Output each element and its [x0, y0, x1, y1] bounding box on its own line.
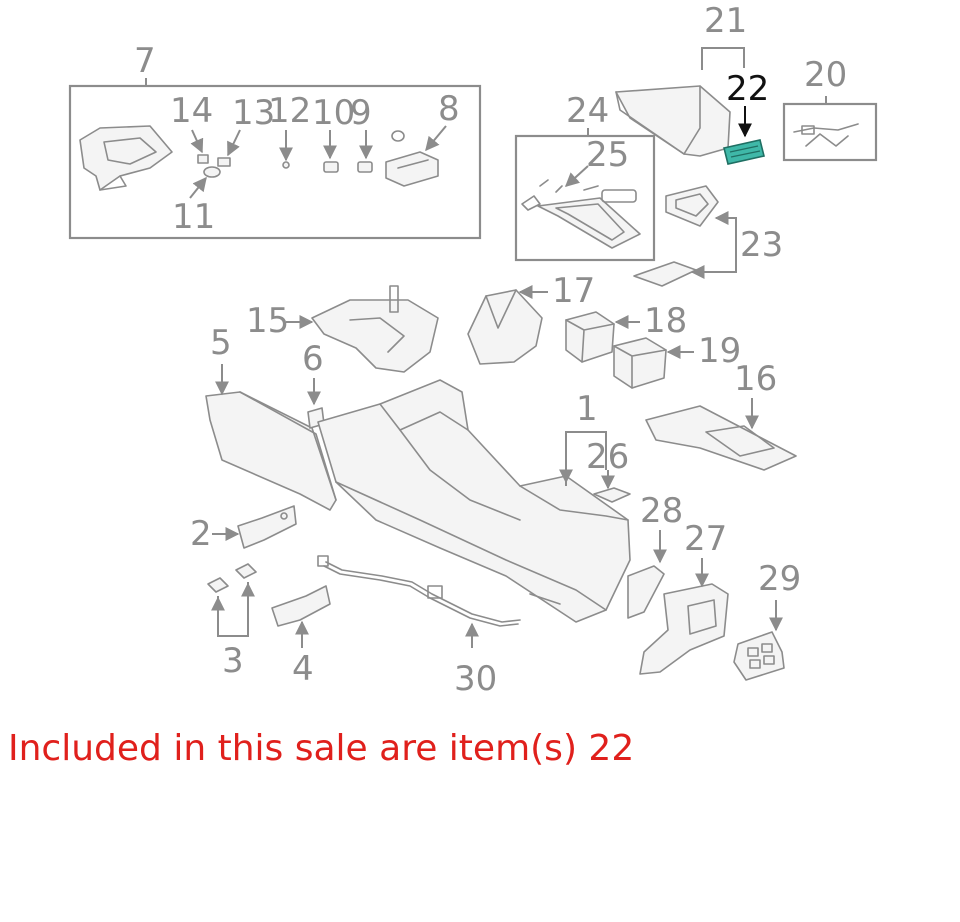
part-17-boot: [467, 289, 543, 365]
part-22-highlighted-clip: [723, 139, 765, 165]
part-20-bracket: [793, 123, 859, 147]
callout-29: 29: [758, 559, 801, 599]
part-4-bracket: [271, 585, 331, 627]
part-26: [593, 487, 631, 503]
sale-caption: Included in this sale are item(s) 22: [8, 728, 635, 769]
part-8-switch-panel: [385, 130, 439, 187]
callout-27: 27: [684, 519, 727, 559]
callout-12: 12: [268, 91, 311, 131]
part-18-cup-holder: [565, 311, 615, 363]
part-27-trim-panel: [639, 583, 729, 675]
callout-21: 21: [704, 1, 747, 41]
callout-6: 6: [302, 339, 324, 379]
callout-22: 22: [726, 69, 769, 109]
part-15-shifter-bracket: [311, 285, 439, 373]
part-23-mats: [633, 185, 719, 287]
part-30-wire-harness: [317, 555, 521, 627]
callout-11: 11: [172, 197, 215, 237]
part-bezel-housing: [79, 125, 173, 191]
part-12: [282, 161, 290, 169]
callout-20: 20: [804, 55, 847, 95]
group-box-24: [514, 134, 656, 262]
part-19-cup-holder: [613, 337, 667, 389]
callout-5: 5: [210, 323, 232, 363]
callout-7: 7: [134, 41, 156, 81]
callout-3: 3: [222, 641, 244, 681]
part-1-main-console: [317, 379, 631, 623]
part-5-side-panel: [205, 391, 337, 511]
callout-8: 8: [438, 89, 460, 129]
callout-28: 28: [640, 491, 683, 531]
callout-19: 19: [698, 331, 741, 371]
callout-26: 26: [586, 437, 629, 477]
part-16-tray: [645, 405, 797, 471]
callout-25: 25: [586, 135, 629, 175]
callout-23: 23: [740, 225, 783, 265]
part-10: [323, 161, 339, 173]
callout-16: 16: [734, 359, 777, 399]
callout-2: 2: [190, 514, 212, 554]
part-9: [357, 161, 373, 173]
part-29-switch-panel: [733, 631, 785, 681]
callout-4: 4: [292, 649, 314, 689]
callout-13: 13: [232, 93, 275, 133]
callout-9: 9: [350, 93, 372, 133]
callout-17: 17: [552, 271, 595, 311]
callout-14: 14: [170, 91, 213, 131]
part-21-armrest-lid: [615, 85, 731, 157]
part-3-clips: [207, 563, 257, 593]
callout-30: 30: [454, 659, 497, 699]
group-box-20: [782, 102, 878, 162]
part-2-bracket: [237, 505, 297, 549]
group-box-7: [68, 84, 482, 240]
part-clips-14-13-11: [197, 154, 231, 178]
callout-1: 1: [576, 389, 598, 429]
part-28-bracket: [627, 565, 665, 619]
part-lid-inner-tray: [521, 179, 641, 249]
callout-18: 18: [644, 301, 687, 341]
callout-10: 10: [312, 93, 355, 133]
callout-15: 15: [246, 301, 289, 341]
callout-24: 24: [566, 91, 609, 131]
